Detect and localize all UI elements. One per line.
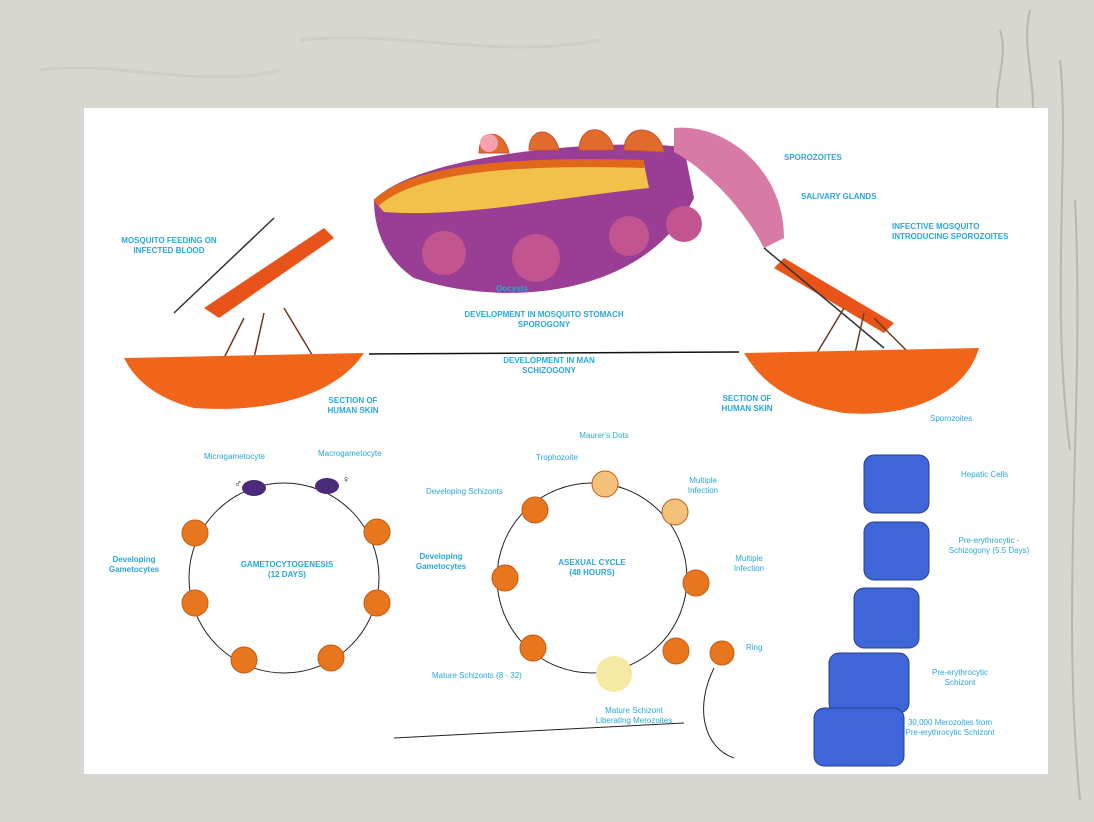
rbc-asexual: [661, 498, 689, 526]
rbc-ring: [709, 640, 735, 666]
rbc-gametocyte: [363, 589, 391, 617]
label-gametocytogenesis-title: GAMETOCYTOGENESIS: [240, 560, 334, 569]
label-merozoites-liver-line1: 30,000 Merozoites from: [907, 718, 993, 727]
label-multiple-infection-2-line2: Infection: [733, 564, 765, 573]
label-multiple-infection-2-line1: Multiple: [735, 554, 763, 563]
label-development-mosquito-title: DEVELOPMENT IN MOSQUITO STOMACH: [464, 310, 624, 319]
label-pre-erythro-schizont-line2: Schizont: [944, 678, 976, 687]
label-asexual-cycle: ASEXUAL CYCLE (48 HOURS): [547, 558, 637, 578]
mosquito-stomach: [373, 127, 784, 293]
label-infective-mosquito-line2: INTRODUCING SPOROZOITES: [892, 232, 1009, 241]
label-merozoites-liver-line2: Pre-erythrocytic Schizont: [905, 728, 995, 737]
label-skin-left-line1: SECTION OF: [328, 396, 378, 405]
label-development-mosquito-subtitle: SPOROGONY: [517, 320, 571, 329]
label-mature-schizonts: Mature Schizonts (8 - 32): [432, 671, 522, 680]
label-sporozoites: SPOROZOITES: [784, 153, 842, 162]
male-symbol: ♂: [233, 478, 243, 490]
rbc-asexual: [491, 564, 519, 592]
label-multiple-infection-1-line2: Infection: [687, 486, 719, 495]
label-gametocytogenesis: GAMETOCYTOGENESIS (12 DAYS): [232, 560, 342, 580]
label-multiple-infection-1-line1: Multiple: [689, 476, 717, 485]
macrogametocyte-cell: [315, 478, 339, 494]
label-skin-right: SECTION OF HUMAN SKIN: [712, 394, 782, 414]
label-pre-erythro-schizogony-line1: Pre-erythrocytic -: [958, 536, 1020, 545]
hepatic-cell-stack: [813, 454, 930, 767]
rbc-gametocyte: [181, 589, 209, 617]
label-pre-erythro-schizont-line1: Pre-erythrocytic: [931, 668, 988, 677]
label-skin-left: SECTION OF HUMAN SKIN: [318, 396, 388, 416]
label-microgametocyte: Microgametocyte: [204, 452, 265, 461]
rbc-gametocyte: [181, 519, 209, 547]
label-gametocytogenesis-subtitle: (12 DAYS): [268, 570, 306, 579]
label-merozoites-liver: 30,000 Merozoites from Pre-erythrocytic …: [890, 718, 1010, 738]
label-mosquito-feeding-line1: MOSQUITO FEEDING ON: [121, 236, 217, 245]
label-skin-right-line1: SECTION OF: [722, 394, 772, 403]
rbc-asexual: [682, 569, 710, 597]
label-multiple-infection-1: Multiple Infection: [678, 476, 728, 496]
label-multiple-infection-2: Multiple Infection: [724, 554, 774, 574]
label-skin-left-line2: HUMAN SKIN: [327, 406, 379, 415]
label-mosquito-feeding: MOSQUITO FEEDING ON INFECTED BLOOD: [114, 236, 224, 256]
label-liberating-merozoites: Mature Schizont Liberating Merozoites: [584, 706, 684, 726]
label-oocysts: Oocysts: [496, 284, 528, 293]
label-developing-schizonts: Developing Schizonts: [426, 487, 503, 496]
rbc-asexual: [591, 470, 619, 498]
skin-section-right: [744, 348, 979, 414]
label-mosquito-feeding-line2: INFECTED BLOOD: [133, 246, 205, 255]
rbc-gametocyte: [363, 518, 391, 546]
label-ring: Ring: [746, 643, 763, 652]
label-developing-gametocytes-right-line1: Developing: [419, 552, 463, 561]
label-macrogametocyte: Macrogametocyte: [318, 449, 382, 458]
label-hepatic-cells: Hepatic Cells: [961, 470, 1009, 479]
rbc-asexual: [519, 634, 547, 662]
malaria-lifecycle-panel: SPOROZOITES SALIVARY GLANDS Oocysts DEVE…: [84, 108, 1048, 774]
mosquito-right-icon: [763, 247, 915, 359]
label-pre-erythro-schizogony-line2: Schizogony (5.5 Days): [948, 546, 1030, 555]
label-asexual-cycle-subtitle: (48 HOURS): [569, 568, 615, 577]
label-development-man: DEVELOPMENT IN MAN SCHIZOGONY: [484, 356, 614, 376]
merozoite-burst: [596, 656, 632, 692]
label-developing-gametocytes-right: Developing Gametocytes: [409, 552, 473, 572]
label-infective-mosquito: INFECTIVE MOSQUITO INTRODUCING SPOROZOIT…: [892, 222, 1008, 242]
rbc-gametocyte: [230, 646, 258, 674]
mosquito-left-icon: [173, 217, 334, 359]
microgametocyte-cell: [242, 480, 266, 496]
label-developing-gametocytes-left-line1: Developing: [112, 555, 156, 564]
label-skin-right-line2: HUMAN SKIN: [721, 404, 773, 413]
label-pre-erythro-schizont: Pre-erythrocytic Schizont: [920, 668, 1000, 688]
label-infective-mosquito-line1: INFECTIVE MOSQUITO: [892, 222, 980, 231]
skin-section-left: [124, 353, 364, 409]
gametocyte-cycle-ring: [188, 482, 380, 674]
label-salivary-glands: SALIVARY GLANDS: [801, 192, 877, 201]
rbc-asexual: [521, 496, 549, 524]
label-sporozoites-liver: Sporozoites: [930, 414, 973, 423]
label-development-mosquito: DEVELOPMENT IN MOSQUITO STOMACH SPOROGON…: [444, 310, 644, 330]
rbc-gametocyte: [317, 644, 345, 672]
female-symbol: ♀: [341, 474, 351, 486]
label-development-man-subtitle: SCHIZOGONY: [522, 366, 576, 375]
diagram-artwork: [124, 127, 979, 767]
label-asexual-cycle-title: ASEXUAL CYCLE: [558, 558, 626, 567]
label-liberating-merozoites-line2: Liberating Merozoites: [595, 716, 673, 725]
label-maurers-dots: Maurer's Dots: [579, 431, 629, 440]
label-developing-gametocytes-left-line2: Gametocytes: [108, 565, 160, 574]
label-liberating-merozoites-line1: Mature Schizont: [605, 706, 663, 715]
label-trophozoite: Trophozoite: [536, 453, 578, 462]
label-developing-gametocytes-left: Developing Gametocytes: [102, 555, 166, 575]
rbc-asexual: [662, 637, 690, 665]
label-developing-gametocytes-right-line2: Gametocytes: [415, 562, 467, 571]
label-pre-erythro-schizogony: Pre-erythrocytic - Schizogony (5.5 Days): [934, 536, 1044, 556]
label-development-man-title: DEVELOPMENT IN MAN: [503, 356, 595, 365]
